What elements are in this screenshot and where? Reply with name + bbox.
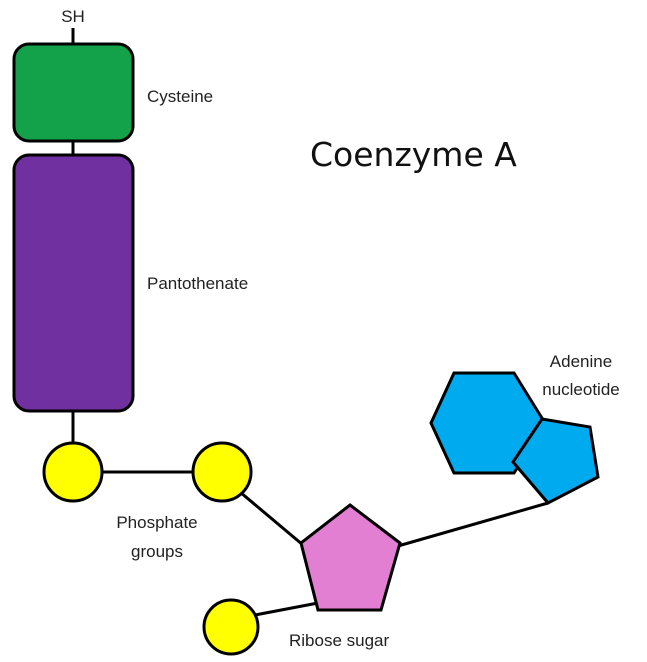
adenine-pentagon	[511, 417, 600, 505]
phosphate-circle-2	[191, 441, 253, 503]
sh-label: SH	[61, 7, 85, 26]
diagram-title: Coenzyme A	[310, 135, 517, 174]
adenine-label-line2: nucleotide	[542, 380, 620, 399]
pantothenate-label: Pantothenate	[147, 274, 248, 293]
phosphate-label-line2: groups	[131, 542, 183, 561]
adenine-label-line1: Adenine	[550, 352, 612, 371]
phosphate-circle-3	[202, 598, 260, 656]
adenine-hexagon	[429, 371, 547, 475]
pantothenate-block	[12, 153, 135, 413]
phosphate-ribose-bond	[239, 490, 304, 547]
phosphate-circle-1	[42, 441, 104, 503]
ribose-label: Ribose sugar	[289, 631, 390, 650]
cysteine-block	[12, 42, 135, 143]
phosphate-label-line1: Phosphate	[116, 513, 197, 532]
cysteine-label: Cysteine	[147, 87, 213, 106]
ribose-pentagon	[299, 503, 402, 612]
ribose-phosphate-bond	[254, 601, 319, 617]
ribose-adenine-bond	[397, 501, 549, 548]
